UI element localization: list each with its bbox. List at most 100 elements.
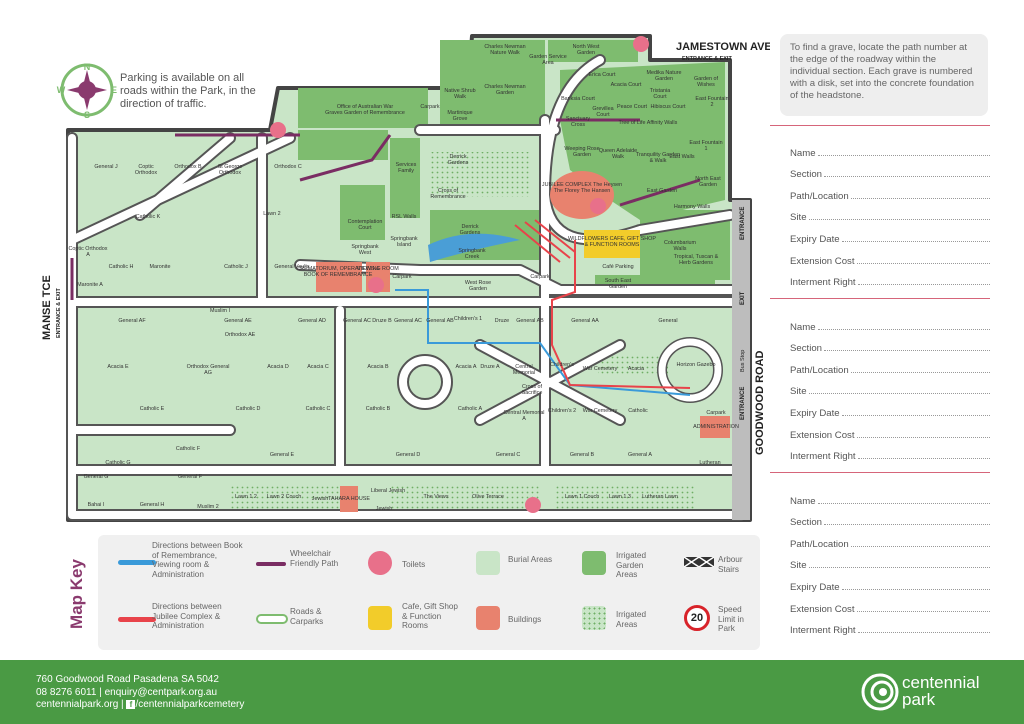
buildings-swatch (476, 606, 500, 630)
form-fill-line[interactable] (824, 176, 990, 178)
springbank-creek (428, 233, 520, 262)
form-fill-line[interactable] (808, 393, 990, 395)
form-row-site[interactable]: Site (790, 202, 990, 223)
map-label: Acacia D (267, 364, 289, 370)
form-row-site[interactable]: Site (790, 376, 990, 397)
map-label: General Vaults (274, 264, 310, 270)
map-label: Acacia (628, 366, 644, 372)
burial-swatch (476, 551, 500, 575)
map-label: Children's 2 (548, 408, 576, 414)
map-label: General C (496, 452, 521, 458)
footer-email[interactable]: enquiry@centpark.org.au (104, 686, 218, 698)
form-fill-line[interactable] (850, 371, 990, 373)
form-fill-line[interactable] (850, 545, 990, 547)
form-fill-line[interactable] (857, 284, 990, 286)
form-fill-line[interactable] (841, 240, 990, 242)
form-row-interment-right[interactable]: Interment Right (790, 267, 990, 288)
map-label: General J (94, 164, 118, 170)
form-fill-line[interactable] (857, 458, 990, 460)
red-line-swatch (118, 617, 156, 622)
centennial-park-logo: centennial park (860, 668, 1000, 716)
blue-direction-path (395, 289, 691, 396)
form-row-site[interactable]: Site (790, 550, 990, 571)
map-label: Lawn 1 Couch (565, 494, 599, 500)
jamestown-ave-label: JAMESTOWN AVE (676, 41, 770, 53)
form-row-path-location[interactable]: Path/Location (790, 528, 990, 550)
form-row-extension-cost[interactable]: Extension Cost (790, 593, 990, 615)
key-buildings-label: Buildings (508, 615, 542, 624)
map-label: Catholic (628, 408, 648, 414)
map-label: Acacia B (367, 364, 389, 370)
form-row-section[interactable]: Section (790, 159, 990, 180)
form-fill-line[interactable] (841, 588, 990, 590)
footer-web[interactable]: centennialpark.org (36, 699, 119, 710)
form-row-interment-right[interactable]: Interment Right (790, 441, 990, 462)
form-fill-line[interactable] (824, 350, 990, 352)
entrance-top-label: ENTRANCE (740, 207, 746, 240)
map-label: Tree of Life (618, 120, 645, 126)
form-fill-line[interactable] (856, 436, 990, 438)
map-label: Lawn 2 Couch (267, 494, 301, 500)
form-row-name[interactable]: Name (790, 137, 990, 159)
form-fill-line[interactable] (857, 632, 990, 634)
map-label: Harmony Walls (674, 204, 711, 210)
map-label: General A (628, 452, 652, 458)
form-fill-line[interactable] (841, 414, 990, 416)
form-row-path-location[interactable]: Path/Location (790, 354, 990, 376)
map-label: Carpark (706, 410, 725, 416)
form-label: Expiry Date (790, 233, 840, 245)
form-fill-line[interactable] (808, 219, 990, 221)
form-row-extension-cost[interactable]: Extension Cost (790, 245, 990, 267)
map-label: General AC (394, 318, 422, 324)
form-fill-line[interactable] (850, 197, 990, 199)
form-row-extension-cost[interactable]: Extension Cost (790, 419, 990, 441)
parking-note: Parking is available on all roads within… (120, 72, 256, 110)
form-label: Name (790, 495, 816, 507)
map-label: Erica Court (589, 72, 616, 78)
map-label: Druze A (480, 364, 500, 370)
key-stairs-label: Arbour Stairs (718, 555, 743, 574)
map-label: Banksia Court (561, 96, 595, 102)
footer-social[interactable]: /centennialparkcemetery (135, 699, 245, 710)
map-label: VIEWING ROOM (357, 266, 399, 272)
form-label: Expiry Date (790, 407, 840, 419)
map-label: Maronite A (77, 282, 103, 288)
map-label: General B (570, 452, 595, 458)
map-label: Acacia Court (611, 82, 642, 88)
form-row-interment-right[interactable]: Interment Right (790, 615, 990, 636)
form-fill-line[interactable] (817, 502, 990, 504)
form-row-expiry-date[interactable]: Expiry Date (790, 571, 990, 593)
map-label: Lawn 2 (263, 211, 280, 217)
map-label: Catholic J (224, 264, 248, 270)
form-fill-line[interactable] (856, 610, 990, 612)
form-fill-line[interactable] (808, 567, 990, 569)
form-fill-line[interactable] (824, 524, 990, 526)
map-label: Lawn 1 3 (609, 494, 631, 500)
form-row-expiry-date[interactable]: Expiry Date (790, 397, 990, 419)
form-fill-line[interactable] (856, 262, 990, 264)
road-swatch (256, 614, 288, 624)
form-row-name[interactable]: Name (790, 311, 990, 333)
red-hatch (514, 219, 576, 263)
map-label: General (658, 318, 677, 324)
form-row-path-location[interactable]: Path/Location (790, 180, 990, 202)
form-row-expiry-date[interactable]: Expiry Date (790, 223, 990, 245)
form-row-section[interactable]: Section (790, 507, 990, 528)
form-row-section[interactable]: Section (790, 333, 990, 354)
footer: 760 Goodwood Road Pasadena SA 5042 08 82… (0, 660, 1024, 724)
logo-swirl-icon (861, 673, 899, 711)
form-fill-line[interactable] (817, 154, 990, 156)
form-row-name[interactable]: Name (790, 485, 990, 507)
form-fill-line[interactable] (817, 328, 990, 330)
